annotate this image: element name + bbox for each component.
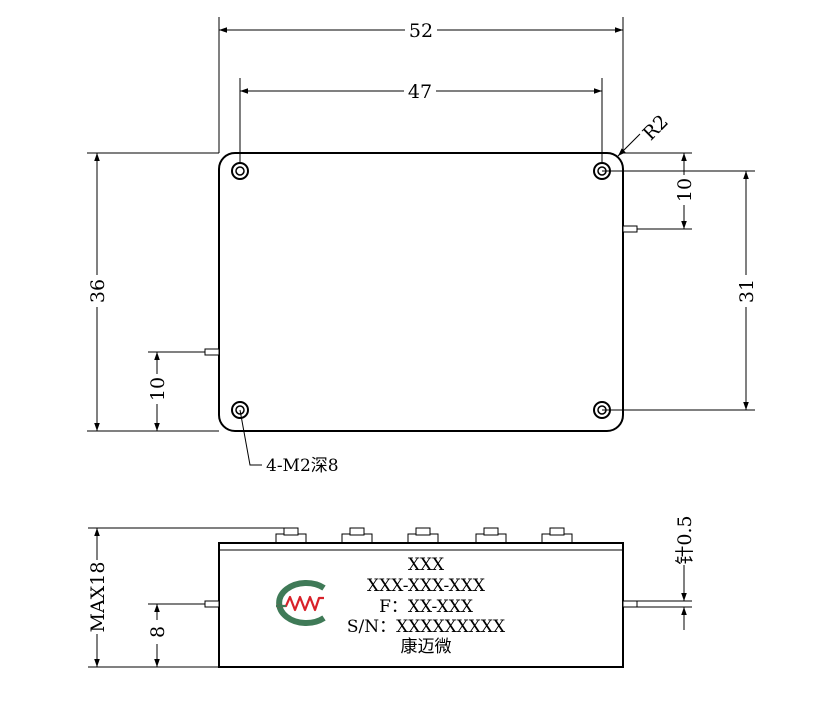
housing-outline <box>218 152 624 432</box>
dimension-47: 47 <box>239 78 603 162</box>
connector-1 <box>275 527 307 544</box>
label-line-3: F：XX-XXX <box>379 597 474 617</box>
mount-hole-callout: 4-M2深8 <box>239 409 339 476</box>
dimension-right-pin-value: 10 <box>674 178 696 202</box>
top-view: 52 47 R2 36 <box>85 17 758 476</box>
dimension-31: 31 <box>602 170 758 411</box>
product-label: XXX XXX-XXX-XXX F：XX-XXX S/N：XXXXXXXXX 康… <box>347 555 506 657</box>
side-view: XXX XXX-XXX-XXX F：XX-XXX S/N：XXXXXXXXX 康… <box>85 515 696 668</box>
dimension-left-pin-value: 10 <box>147 377 169 401</box>
dimension-36: 36 <box>85 152 219 432</box>
label-line-1: XXX <box>408 555 445 575</box>
company-logo <box>276 580 326 626</box>
dimension-pin-diameter: 针0.5 <box>637 515 696 630</box>
label-line-2: XXX-XXX-XXX <box>367 576 486 596</box>
radius-callout: R2 <box>617 111 673 157</box>
side-left-pin <box>204 600 220 608</box>
left-pin <box>204 348 220 356</box>
dimension-52: 52 <box>218 17 624 153</box>
dimension-max18: MAX18 <box>85 527 284 668</box>
label-line-5: 康迈微 <box>401 637 452 657</box>
dimension-52-value: 52 <box>409 20 433 42</box>
connector-5 <box>541 527 573 544</box>
connector-2 <box>341 527 373 544</box>
dimension-36-value: 36 <box>87 279 109 303</box>
mount-hole-top-left <box>231 162 249 180</box>
dimension-right-pin-10: 10 <box>623 152 696 230</box>
dimension-left-pin-10: 10 <box>146 351 205 431</box>
dimension-8: 8 <box>146 603 205 667</box>
side-right-pin <box>622 600 638 608</box>
mount-hole-note: 4-M2深8 <box>266 456 339 476</box>
dimension-8-value: 8 <box>147 626 169 638</box>
pin-diameter-value: 针0.5 <box>674 515 696 564</box>
right-pin <box>622 225 638 233</box>
dimension-47-value: 47 <box>408 81 432 103</box>
dimension-max18-value: MAX18 <box>87 562 109 633</box>
radius-value: R2 <box>639 111 673 145</box>
label-line-4: S/N：XXXXXXXXX <box>347 617 506 637</box>
dimension-31-value: 31 <box>736 279 758 303</box>
connector-4 <box>475 527 507 544</box>
connector-3 <box>407 527 439 544</box>
